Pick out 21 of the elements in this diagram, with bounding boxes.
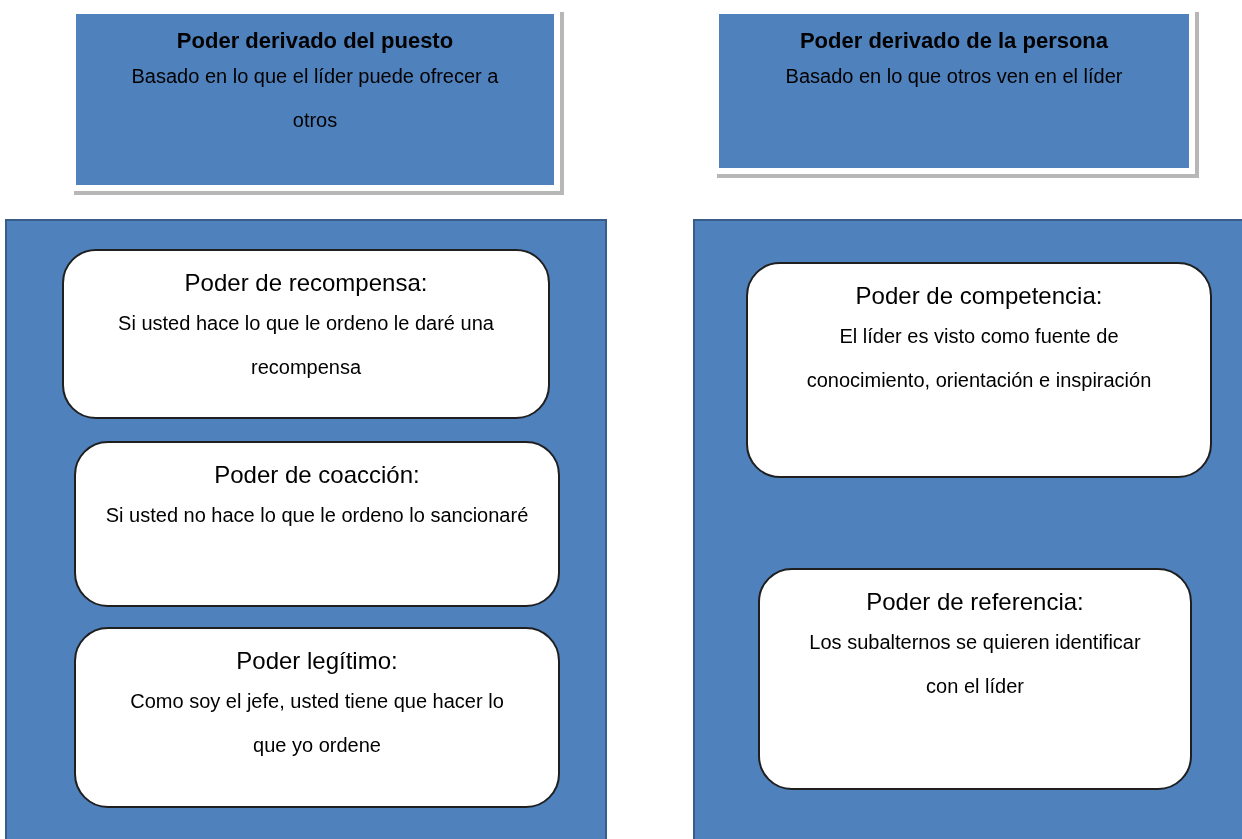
header-description: Basado en lo que otros ven en el líder — [785, 64, 1123, 89]
power-card — [74, 627, 560, 808]
header-title: Poder derivado del puesto — [176, 27, 454, 55]
card-description: Los subalternos se quieren identificar con el líder — [808, 630, 1142, 699]
power-card — [74, 441, 560, 607]
power-card — [758, 568, 1192, 790]
card-title: Poder de referencia: — [866, 587, 1084, 617]
panel-background — [5, 219, 607, 839]
power-card — [746, 262, 1212, 478]
header-description: Basado en lo que el líder puede ofrecer a otros — [130, 64, 500, 133]
card-title: Poder legítimo: — [236, 646, 398, 676]
card-title: Poder de competencia: — [855, 281, 1103, 311]
card-description: Como soy el jefe, usted tiene que hacer lo que yo ordene — [129, 689, 505, 758]
card-description: El líder es visto como fuente de conocimiento, orientación e inspiración — [805, 324, 1153, 393]
card-title: Poder de recompensa: — [184, 268, 428, 298]
card-title: Poder de coacción: — [214, 460, 420, 490]
power-card — [62, 249, 550, 419]
card-description: Si usted hace lo que le ordeno le daré una recompensa — [117, 311, 495, 380]
card-description: Si usted no hace lo que le ordeno lo sancionaré — [105, 503, 529, 528]
header-title: Poder derivado de la persona — [799, 27, 1109, 55]
panel-background — [693, 219, 1242, 839]
